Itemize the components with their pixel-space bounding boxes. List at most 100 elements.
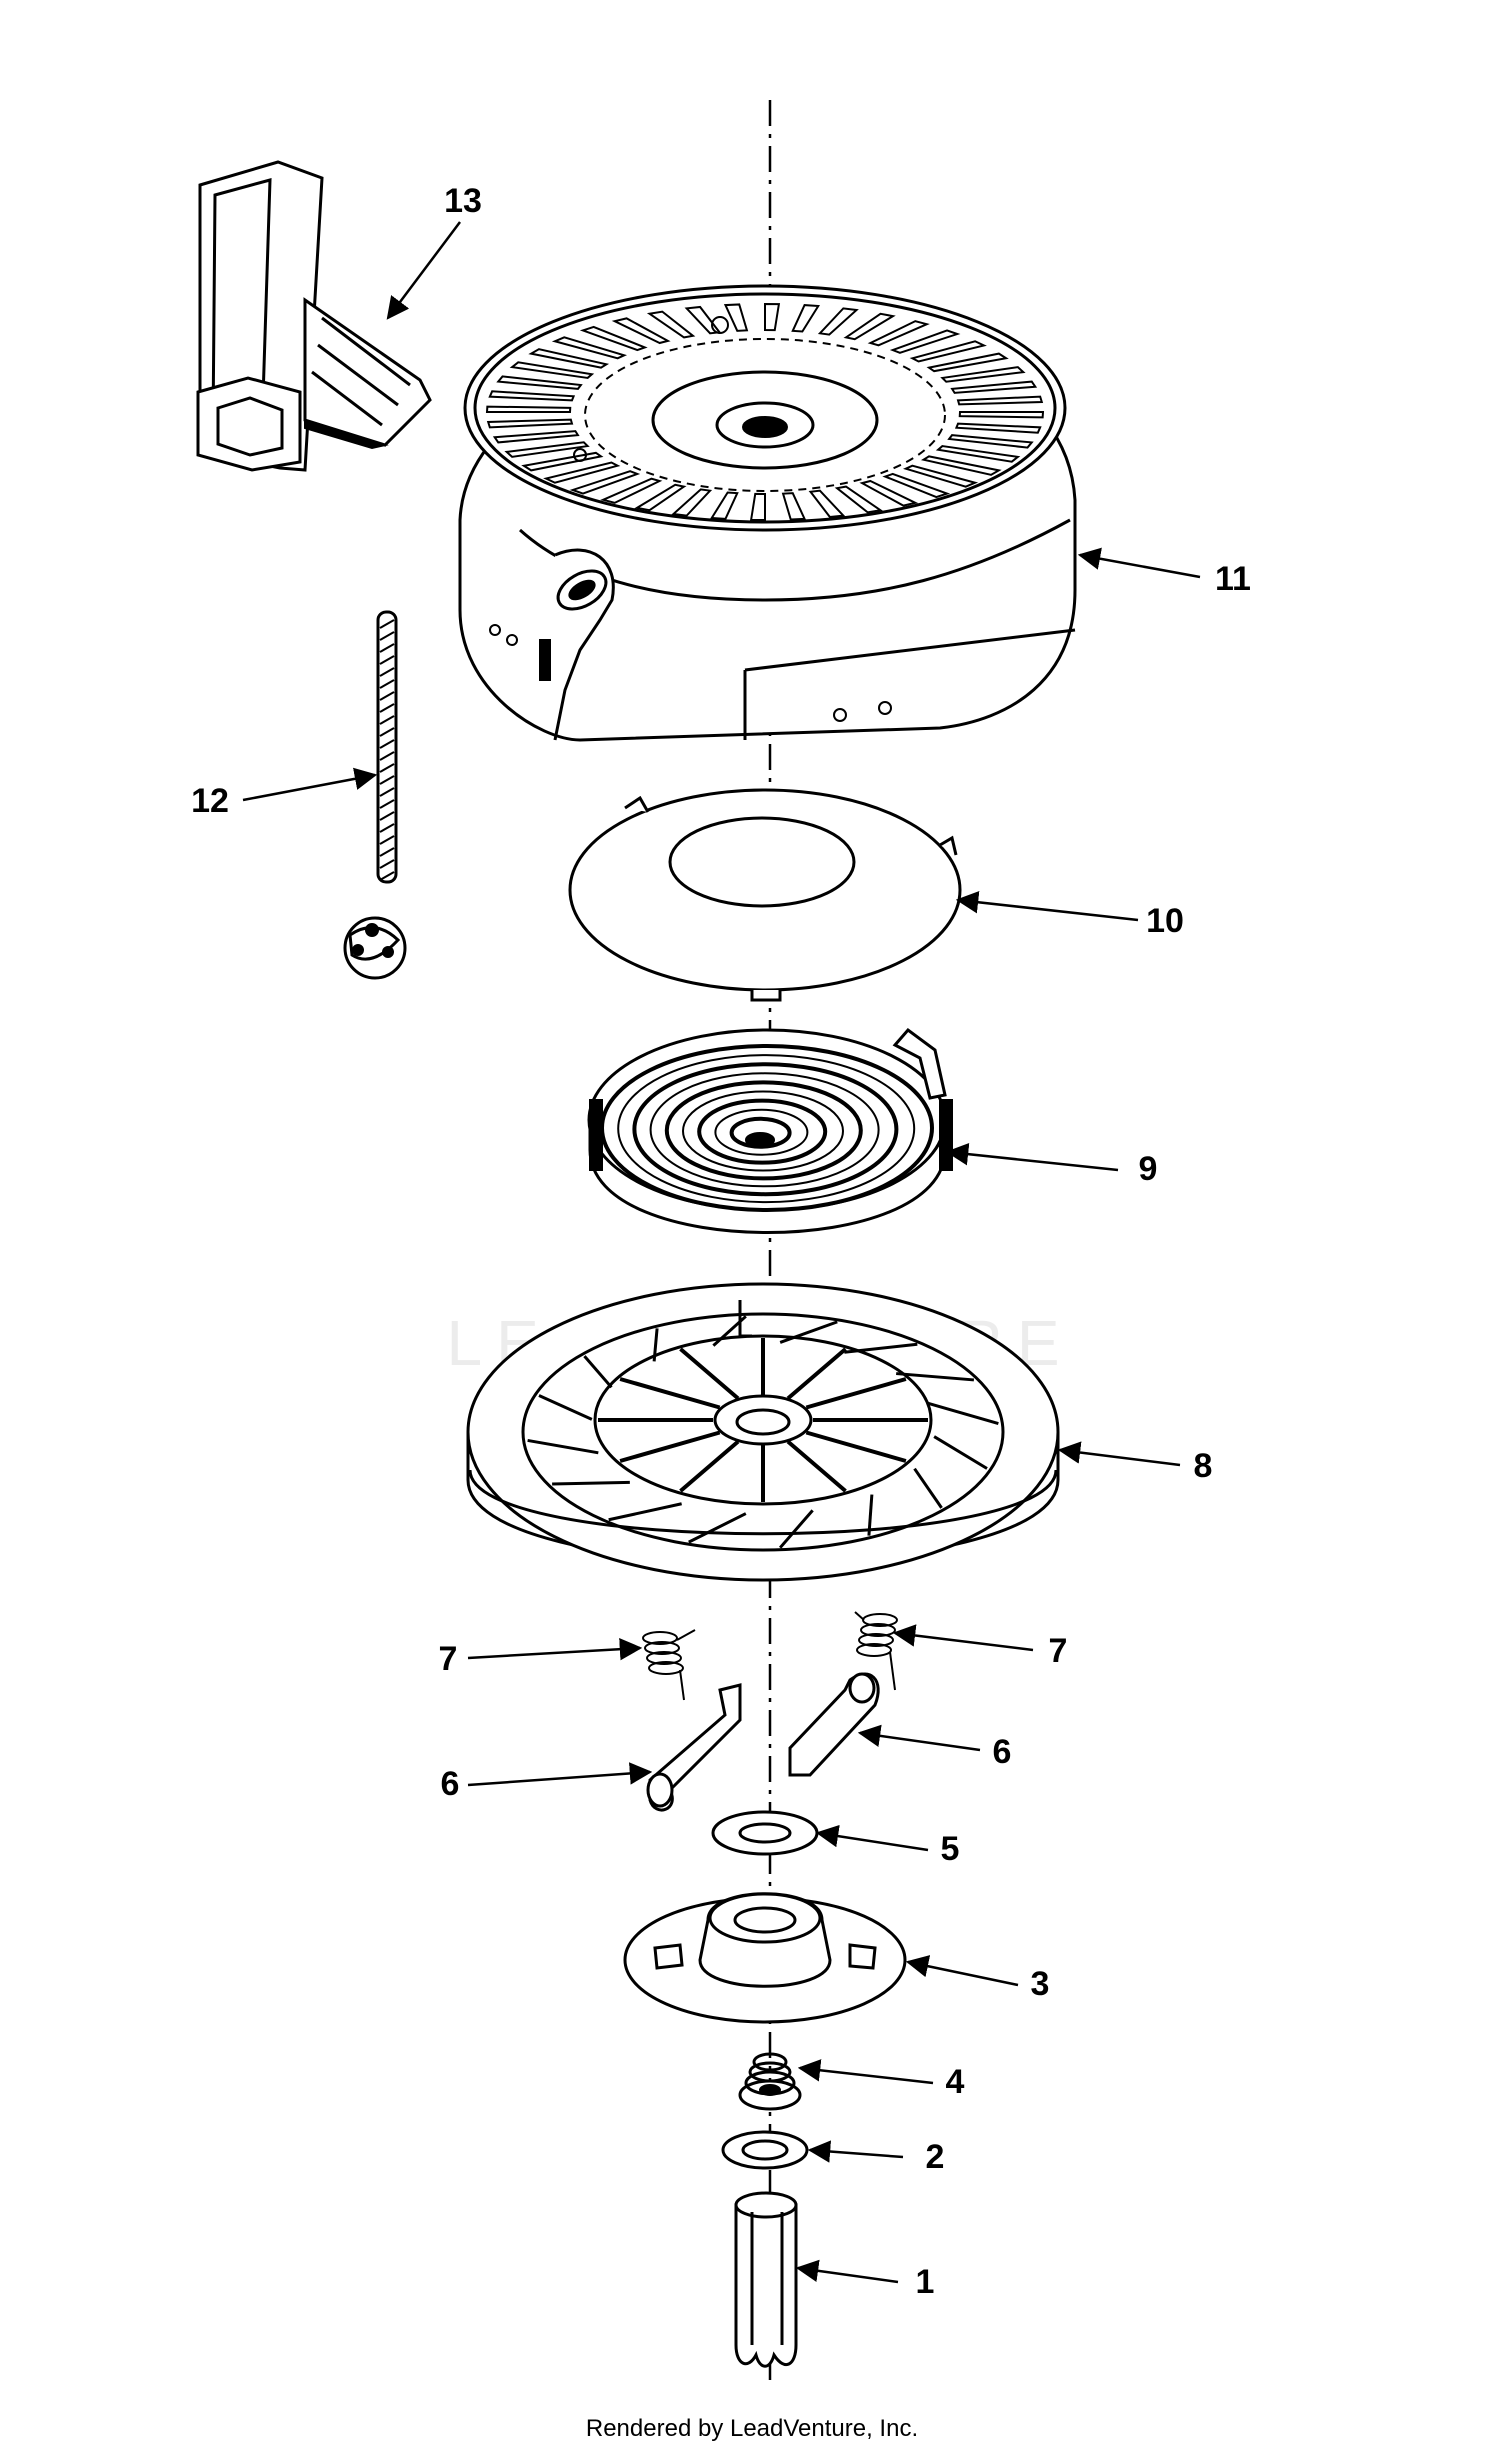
callout-4: 5 bbox=[941, 1830, 960, 1868]
part-13-starter-handle bbox=[196, 160, 432, 472]
rope-strand bbox=[379, 727, 395, 737]
callout-12: 12 bbox=[191, 782, 229, 820]
housing-fin bbox=[486, 418, 574, 429]
part-6-pawl-left bbox=[646, 1683, 742, 1812]
rope-strand bbox=[379, 823, 395, 833]
housing-fin bbox=[485, 405, 572, 413]
rope-strand bbox=[379, 715, 395, 725]
housing-fin bbox=[671, 488, 713, 517]
pulley-vane bbox=[527, 1438, 599, 1455]
pulley-spoke bbox=[619, 1377, 721, 1410]
pulley-vane bbox=[867, 1494, 874, 1536]
housing-fin bbox=[882, 472, 951, 499]
spring-coils bbox=[600, 1044, 934, 1212]
housing-fin bbox=[551, 336, 628, 360]
housing-fin bbox=[710, 491, 739, 520]
spring-coil-ring bbox=[682, 1090, 844, 1172]
rope-texture bbox=[379, 619, 395, 881]
part-2-washer bbox=[721, 2130, 809, 2170]
spring-coil-ring bbox=[714, 1108, 809, 1156]
rope-strand bbox=[379, 775, 395, 785]
callout-5: 4 bbox=[946, 2063, 965, 2101]
housing-fin bbox=[834, 485, 884, 514]
rope-strand bbox=[379, 835, 395, 845]
housing-fin bbox=[817, 307, 859, 336]
housing-fin bbox=[935, 445, 1021, 463]
housing-fin bbox=[808, 489, 846, 519]
rope-strand bbox=[379, 739, 395, 749]
part-9-recoil-spring bbox=[587, 1027, 953, 1234]
housing-fin bbox=[634, 483, 687, 512]
pulley-vane bbox=[927, 1401, 999, 1426]
housing-fin bbox=[611, 317, 671, 345]
pulley-vane bbox=[538, 1394, 593, 1421]
pulley-vane bbox=[913, 1467, 943, 1509]
callout-7-left: 7 bbox=[439, 1640, 458, 1678]
rope-strand bbox=[379, 667, 395, 677]
callout-1: 1 bbox=[916, 2263, 935, 2301]
housing-fin bbox=[504, 441, 590, 458]
rope-strand bbox=[379, 619, 395, 629]
part-3-pawl-retainer bbox=[623, 1892, 907, 2024]
callout-9: 9 bbox=[1139, 1150, 1158, 1188]
housing-fin bbox=[902, 464, 979, 488]
pulley-spoke bbox=[786, 1347, 847, 1400]
callout-labels: 13 11 12 10 9 8 7 7 6 6 5 3 4 2 1 bbox=[191, 182, 1251, 2301]
callout-7-right: 7 bbox=[1049, 1632, 1068, 1670]
spring-coil-ring bbox=[697, 1098, 828, 1165]
housing-fin bbox=[781, 492, 807, 521]
pulley-spoke bbox=[805, 1377, 907, 1410]
part-4-washer bbox=[711, 1810, 819, 1856]
housing-fin bbox=[958, 411, 1045, 419]
rope-strand bbox=[379, 799, 395, 809]
housing-fin bbox=[579, 325, 648, 352]
housing-fin bbox=[509, 361, 595, 379]
housing-fin bbox=[920, 455, 1002, 476]
housing-fin bbox=[956, 395, 1044, 406]
pulley-spoke bbox=[679, 1347, 740, 1400]
pulley-spoke bbox=[786, 1440, 847, 1493]
pulley-vane bbox=[583, 1355, 613, 1389]
rope-strand bbox=[379, 751, 395, 761]
housing-fin bbox=[954, 422, 1042, 434]
spring-coil-ring bbox=[632, 1062, 899, 1197]
credit-text: Rendered by LeadVenture, Inc. bbox=[586, 2415, 918, 2442]
part-1-center-pin bbox=[734, 2191, 798, 2368]
part-6-pawl-right bbox=[788, 1672, 880, 1777]
housing-fin bbox=[723, 303, 749, 332]
pulley-spoke bbox=[619, 1430, 721, 1463]
housing-fin bbox=[496, 375, 583, 390]
part-8-rope-pulley bbox=[466, 1282, 1060, 1582]
pulley-vane bbox=[552, 1480, 630, 1486]
rope-strand bbox=[379, 643, 395, 653]
spring-coil-ring bbox=[617, 1054, 916, 1204]
housing-fin bbox=[889, 329, 961, 354]
rope-strand bbox=[379, 811, 395, 821]
housing-fin bbox=[947, 434, 1034, 449]
callout-13: 13 bbox=[444, 182, 482, 220]
callout-3: 3 bbox=[1031, 1965, 1050, 2003]
callout-11: 11 bbox=[1215, 560, 1251, 598]
pulley-vane bbox=[608, 1502, 682, 1522]
callout-6-right: 6 bbox=[993, 1733, 1012, 1771]
pulley-vane bbox=[896, 1372, 975, 1382]
housing-fin bbox=[543, 461, 621, 484]
part-12-starter-rope bbox=[343, 610, 407, 980]
housing-fin bbox=[940, 366, 1026, 383]
pulley-spoke bbox=[679, 1440, 740, 1493]
housing-fin bbox=[646, 310, 696, 339]
spring-coil-ring bbox=[649, 1072, 880, 1188]
housing-fin bbox=[492, 430, 580, 444]
rope-strand bbox=[379, 847, 395, 857]
pulley-spoke bbox=[805, 1430, 907, 1463]
housing-fin bbox=[859, 479, 919, 507]
rope-strand bbox=[379, 787, 395, 797]
pulley-vane bbox=[688, 1512, 747, 1544]
callout-8: 8 bbox=[1194, 1447, 1213, 1485]
part-5-retainer-spring bbox=[738, 2052, 802, 2111]
rope-knot bbox=[343, 916, 407, 980]
housing-fin bbox=[909, 340, 987, 363]
pulley-vane bbox=[779, 1320, 838, 1344]
